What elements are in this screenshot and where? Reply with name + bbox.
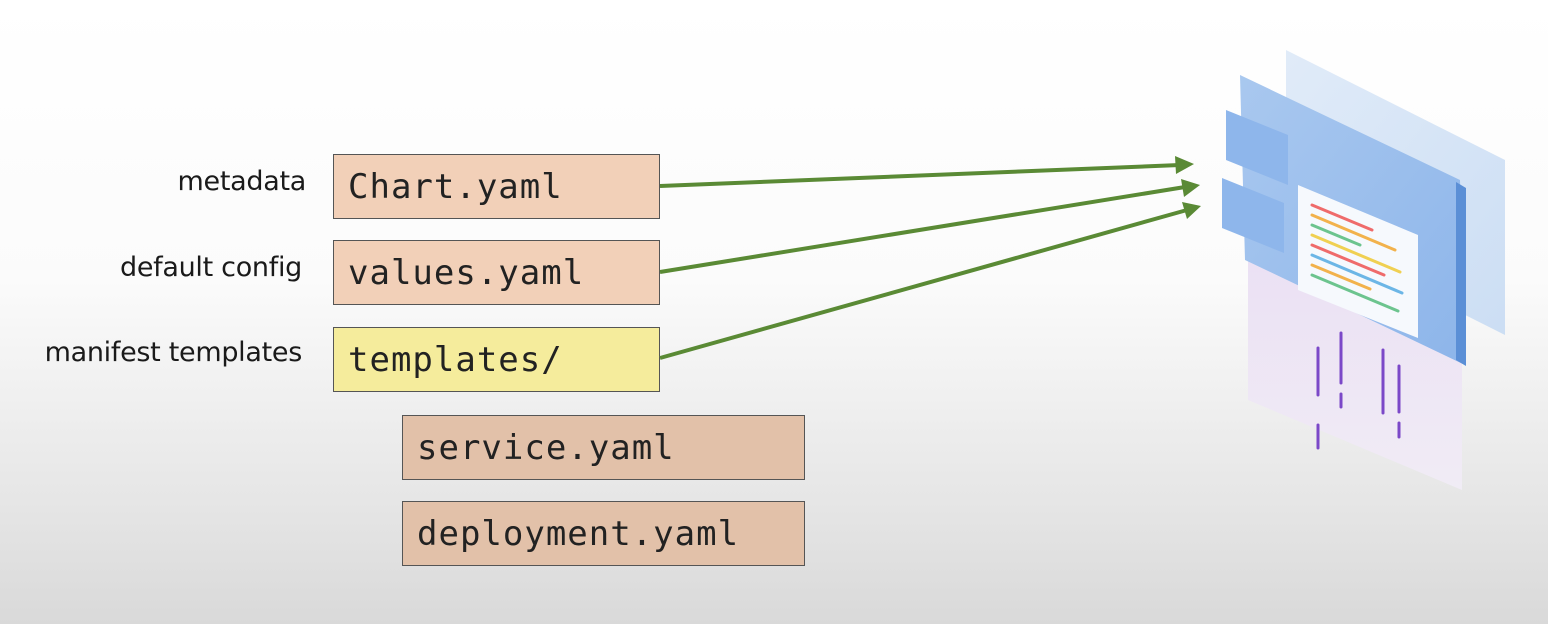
pod-lines [1316, 331, 1401, 450]
arrowhead-values-yaml [1181, 179, 1200, 197]
service-yaml-text: service.yaml [417, 427, 675, 468]
arrowhead-templates [1182, 202, 1201, 219]
label-default-config: default config [119, 252, 302, 283]
code-lines [1310, 203, 1404, 313]
values-yaml-text: values.yaml [348, 252, 585, 293]
arrow-chart-yaml [659, 163, 1181, 188]
deployment-yaml-text: deployment.yaml [417, 513, 740, 554]
values-yaml-box: values.yaml [333, 240, 660, 305]
templates-dir-text: templates/ [348, 339, 563, 380]
chart-yaml-text: Chart.yaml [348, 166, 563, 207]
arrowhead-chart-yaml [1175, 156, 1194, 174]
chart-yaml-box: Chart.yaml [333, 154, 660, 219]
deployment-yaml-box: deployment.yaml [402, 501, 805, 566]
arrows [659, 156, 1201, 360]
label-manifest-templates: manifest templates [44, 337, 303, 368]
cluster-illustration [1222, 50, 1505, 490]
templates-dir-box: templates/ [333, 327, 660, 392]
arrow-values-yaml [659, 185, 1186, 274]
arrow-templates [659, 208, 1188, 360]
service-yaml-box: service.yaml [402, 415, 805, 480]
label-metadata: metadata [177, 166, 307, 197]
